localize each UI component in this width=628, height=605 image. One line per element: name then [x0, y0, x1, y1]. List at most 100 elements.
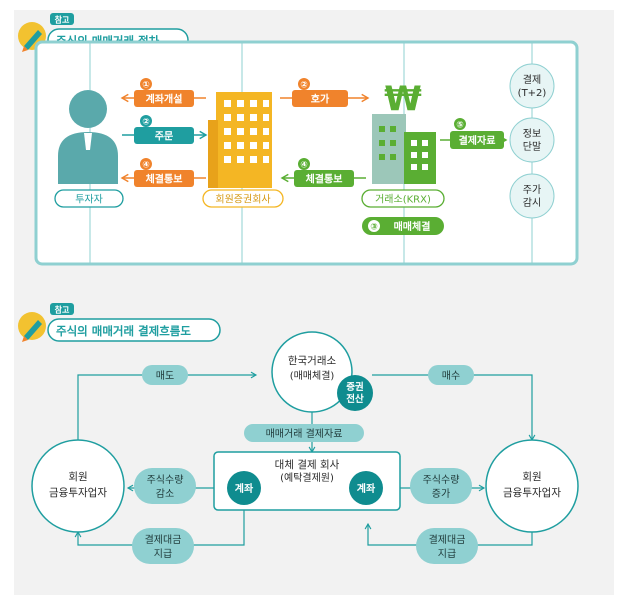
krx-line1: 한국거래소 [288, 355, 337, 367]
building-windows [224, 100, 269, 163]
step-bid: ② 호가 [280, 78, 370, 107]
right-node-price-monitoring: 주가 감시 [509, 173, 555, 219]
exchange-windows-left [379, 126, 396, 160]
left-member-node: 회원 금융투자업자 [31, 439, 125, 533]
securities-computing-node: 증권 전산 [337, 375, 373, 411]
node-line2: 감시 [523, 197, 541, 209]
left-member-line2: 금융투자업자 [49, 486, 107, 499]
step-number: ⑤ [456, 121, 464, 131]
won-sign-icon: ₩ [384, 79, 422, 119]
section1: 참고 주식의 매매거래 절차 투자자 [18, 13, 579, 266]
exchange-tower-right [404, 132, 436, 184]
exchange-building-icon: ₩ 거래소(KRX) [361, 79, 445, 208]
pencil-icon [22, 30, 42, 52]
node-line1: 주가 [523, 184, 541, 196]
step-number: ② [142, 118, 150, 128]
stock-increase-line1: 주식수량 [423, 474, 460, 486]
step-execution-notice-right: ④ 체결통보 [280, 158, 366, 187]
sell-label: 매도 [156, 370, 174, 382]
buy-label: 매수 [442, 370, 460, 382]
pencil-icon [22, 320, 42, 342]
badge-label-box [50, 13, 74, 25]
step-label: 계좌개설 [146, 93, 183, 106]
payment-left-line2: 지급 [154, 548, 172, 560]
account-left-label: 계좌 [235, 482, 254, 495]
settlement-data-pill: 매매거래 결제자료 [244, 424, 364, 442]
stock-increase-line2: 증가 [432, 488, 450, 500]
right-member-line2: 금융투자업자 [503, 486, 561, 499]
stock-decrease-line1: 주식수량 [147, 474, 184, 486]
account-right-label: 계좌 [357, 482, 376, 495]
investor-head [69, 90, 107, 128]
exchange-label-box [361, 189, 445, 208]
step-label: 체결통보 [306, 173, 343, 186]
step-label: 결제자료 [459, 134, 496, 147]
investor-label: 투자자 [75, 194, 103, 206]
buy-flow-line [372, 374, 536, 442]
right-node-settlement: 결제 (T+2) [509, 63, 555, 109]
building-body [216, 92, 272, 188]
krx-node: 한국거래소 (매매체결) [271, 331, 353, 413]
step-number: ② [300, 81, 308, 91]
step-trade-execution: ③ 매매체결 [362, 217, 444, 235]
right-member-node: 회원 금융투자업자 [485, 439, 579, 533]
badge-label: 참고 [55, 15, 70, 25]
step-settlement-data: ⑤ 결제자료 [440, 118, 508, 149]
section2-title-badge: 참고 주식의 매매거래 결제흐름도 [18, 303, 221, 342]
step-label: 매매체결 [394, 220, 431, 233]
account-left-node: 계좌 [227, 471, 261, 505]
payment-left-pill: 결제대금 지급 [132, 528, 194, 564]
exchange-label: 거래소(KRX) [375, 194, 431, 206]
right-node-info-terminal: 정보 단말 [509, 117, 555, 163]
buy-pill: 매수 [428, 365, 474, 385]
section2: 참고 주식의 매매거래 결제흐름도 한국거래소 (매매체결) [18, 303, 579, 564]
step-order: ② 주문 [122, 115, 208, 144]
step-execution-notice-left: ④ 체결통보 [120, 158, 206, 187]
investor-body [58, 132, 118, 184]
right-member-line1: 회원 [522, 471, 541, 483]
broker-label: 회원증권회사 [215, 194, 270, 206]
stock-increase-pill: 주식수량 증가 [410, 468, 472, 504]
step-label: 체결통보 [146, 173, 183, 186]
payment-left-line1: 결제대금 [145, 534, 182, 546]
title-pill [47, 318, 221, 342]
sell-flow-line [77, 371, 258, 440]
broker-building-icon: 회원증권회사 [202, 92, 284, 208]
left-member-line1: 회원 [68, 471, 87, 483]
step-label: 주문 [155, 131, 173, 143]
payment-right-pill: 결제대금 지급 [416, 528, 478, 564]
center-line1: 대체 결제 회사 [275, 459, 340, 471]
exchange-windows-right [411, 140, 428, 170]
securities-line2: 전산 [346, 393, 364, 405]
broker-label-box [202, 189, 284, 208]
step-number: ③ [370, 223, 378, 233]
node-line2: 단말 [523, 141, 541, 153]
exchange-tower-left [372, 114, 406, 184]
building-side [208, 120, 218, 188]
account-right-node: 계좌 [349, 471, 383, 505]
badge-label: 참고 [55, 305, 70, 315]
section2-title: 주식의 매매거래 결제흐름도 [56, 324, 191, 338]
settlement-data-label: 매매거래 결제자료 [266, 428, 343, 440]
step-number: ① [142, 81, 150, 91]
center-line2: (예탁결제원) [280, 472, 334, 484]
payment-right-line1: 결제대금 [429, 534, 466, 546]
node-line2: (T+2) [518, 88, 547, 99]
step-account-opening: ① 계좌개설 [120, 78, 206, 107]
step-label: 호가 [311, 93, 330, 106]
step-number: ④ [142, 161, 150, 171]
badge-circle [18, 312, 46, 340]
securities-line1: 증권 [346, 381, 363, 393]
node-line1: 결제 [523, 74, 541, 86]
badge-label-box [50, 303, 74, 315]
payment-right-line2: 지급 [438, 548, 456, 560]
stock-decrease-line2: 감소 [156, 488, 174, 500]
investor-label-box [54, 189, 124, 208]
stock-decrease-pill: 주식수량 감소 [134, 468, 196, 504]
node-line1: 정보 [523, 128, 541, 140]
investor-figure: 투자자 [54, 90, 124, 208]
krx-line2: (매매체결) [290, 370, 335, 382]
investor-tie [84, 133, 92, 150]
step-number: ④ [300, 161, 308, 171]
